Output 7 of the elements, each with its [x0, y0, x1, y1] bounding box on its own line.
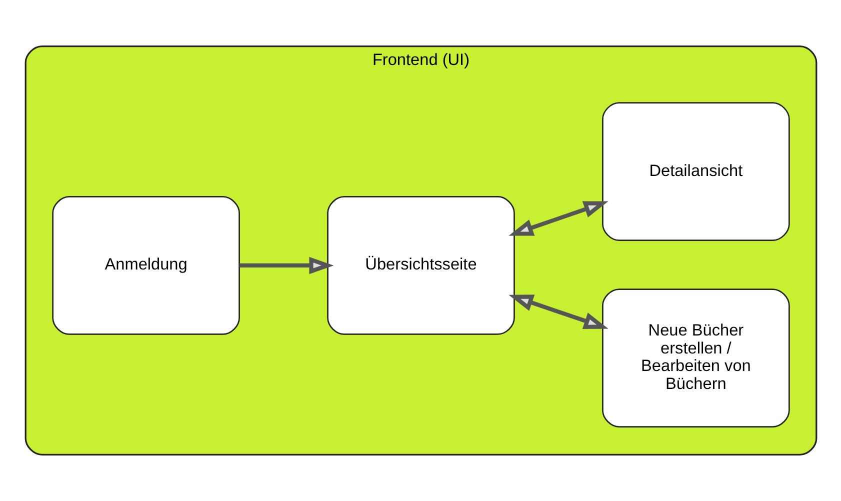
node-box: Anmeldung	[52, 196, 240, 335]
arrow	[239, 256, 334, 274]
node-box: Neue Bücher erstellen / Bearbeiten von Büchern	[602, 288, 790, 428]
arrow	[508, 294, 608, 329]
node-box: Detailansicht	[602, 102, 790, 241]
arrow	[508, 201, 608, 236]
node-box: Übersichtsseite	[326, 196, 514, 335]
